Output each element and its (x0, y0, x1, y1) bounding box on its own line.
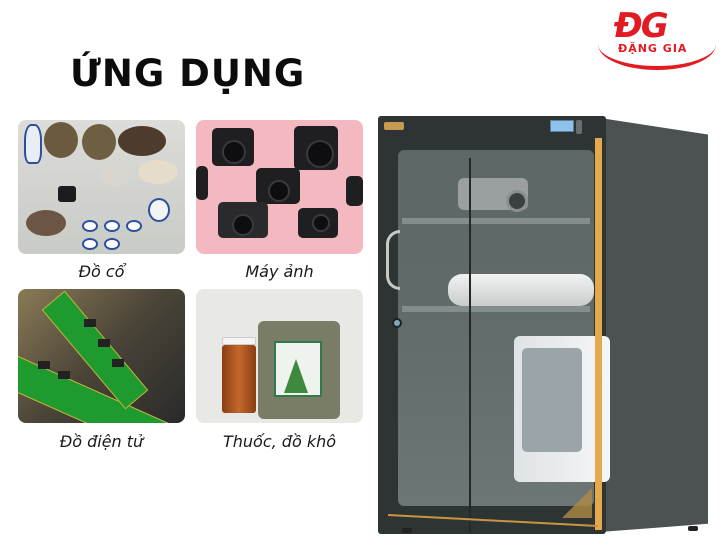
camera-lens-icon (506, 190, 528, 212)
label-antiques: Đồ cổ (78, 262, 125, 281)
glass-door (398, 150, 610, 533)
glass-seam (469, 158, 471, 533)
cabinet-foot (402, 528, 412, 533)
electronics-image (18, 289, 185, 423)
control-buttons-icon (576, 120, 582, 134)
cabinet-side-panel (600, 118, 708, 532)
label-electronics: Đồ điện tử (59, 432, 144, 451)
label-medicine: Thuốc, đồ khô (222, 432, 337, 451)
dry-cabinet-image (378, 116, 708, 536)
dehumidifier-unit (514, 336, 610, 482)
label-cameras: Máy ảnh (245, 262, 314, 281)
corner-label-icon (562, 488, 592, 518)
printer-device (448, 274, 594, 306)
cabinet-foot (688, 526, 698, 531)
brand-badge-icon (384, 122, 404, 130)
logo-swoosh-icon (598, 40, 716, 70)
medicine-herbs-image (196, 289, 363, 423)
key-lock-icon (392, 318, 402, 328)
gold-trim (595, 138, 602, 530)
shelf-upper (402, 218, 590, 224)
page-title: ỨNG DỤNG (70, 52, 306, 95)
cameras-image (196, 120, 363, 254)
cabinet-front (378, 116, 610, 534)
dang-gia-logo[interactable]: ĐG ĐẶNG GIA (596, 6, 718, 72)
humidity-display (550, 120, 574, 132)
shelf-lower (402, 306, 590, 312)
door-handle-icon (386, 230, 400, 290)
antiques-image (18, 120, 185, 254)
dehumidifier-window (522, 348, 582, 452)
logo-mark: ĐG (614, 6, 669, 46)
logo-name: ĐẶNG GIA (618, 42, 688, 55)
